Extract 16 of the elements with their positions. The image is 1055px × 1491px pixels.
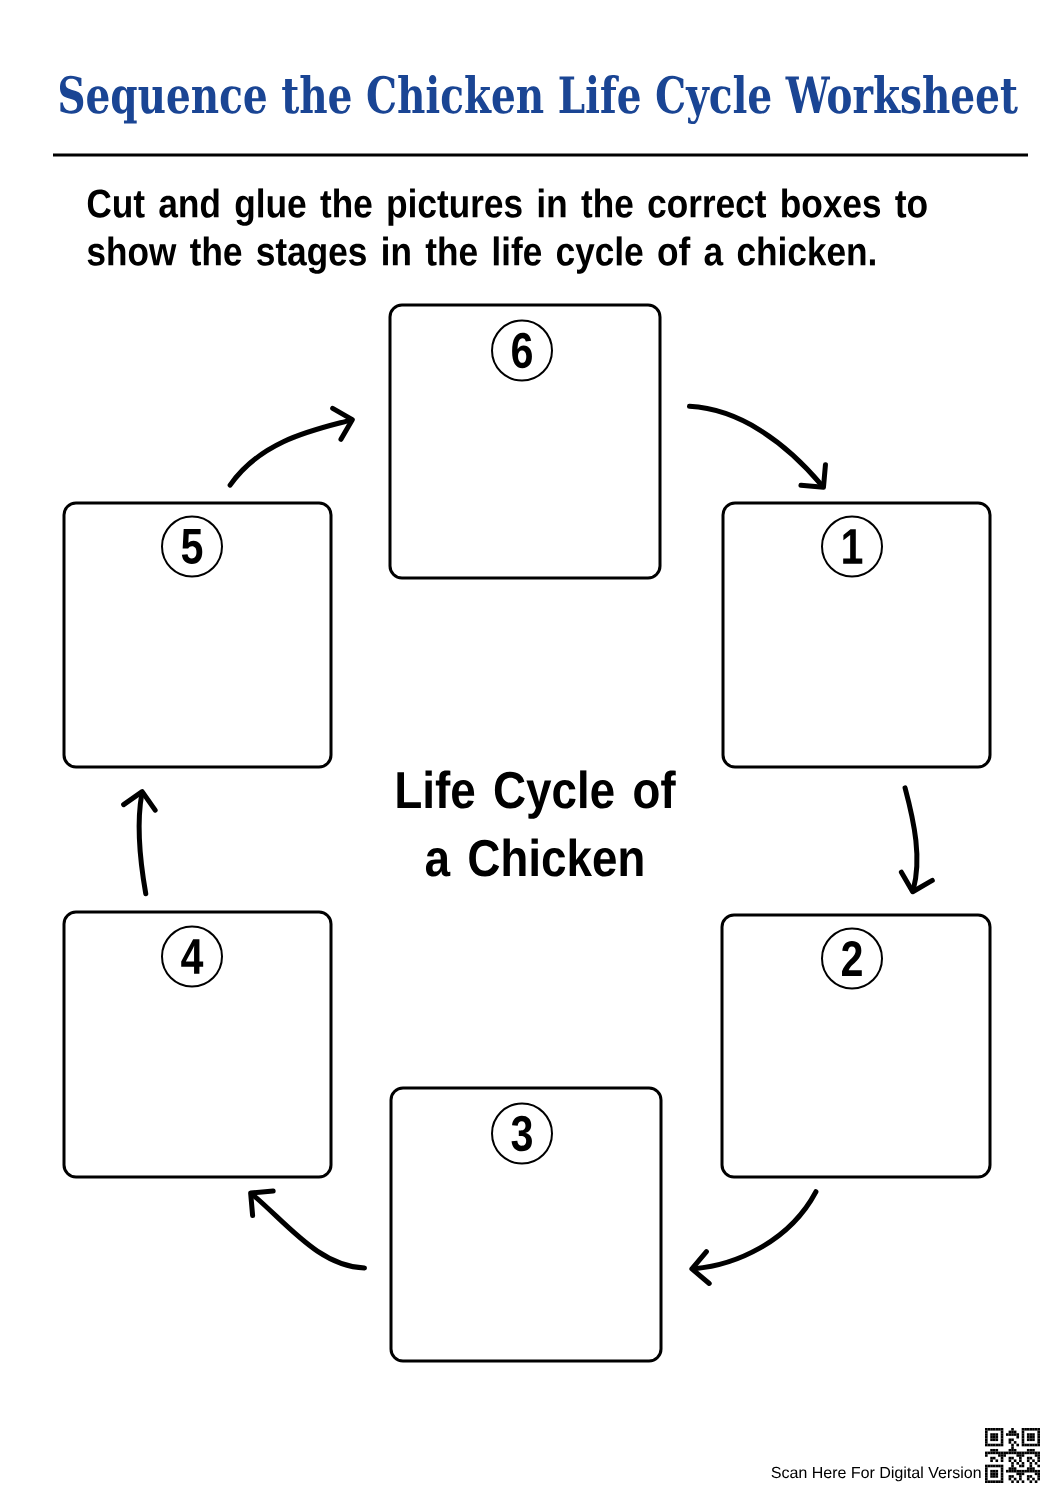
- arrow: [686, 403, 828, 490]
- arrow: [121, 789, 158, 897]
- arrow: [689, 1189, 819, 1286]
- arrow: [248, 1188, 367, 1271]
- glue-box: [389, 1086, 663, 1363]
- title: Sequence the Chicken Life Cycle Worksheet: [59, 75, 1018, 125]
- glue-box: [388, 303, 662, 580]
- glue-box: [62, 501, 333, 769]
- glue-box: [720, 913, 992, 1179]
- arrow: [898, 785, 935, 895]
- arrow: [227, 405, 355, 488]
- glue-box: [62, 910, 333, 1179]
- scan-note: Scan Here For Digital Version: [771, 1466, 981, 1482]
- glue-box: [721, 501, 992, 769]
- center-heading: Life Cycle of a Chicken: [397, 770, 676, 877]
- instruction-text: Cut and glue the pictures in the correct boxes to show the stages in the life cycle of a chicken.: [87, 188, 927, 274]
